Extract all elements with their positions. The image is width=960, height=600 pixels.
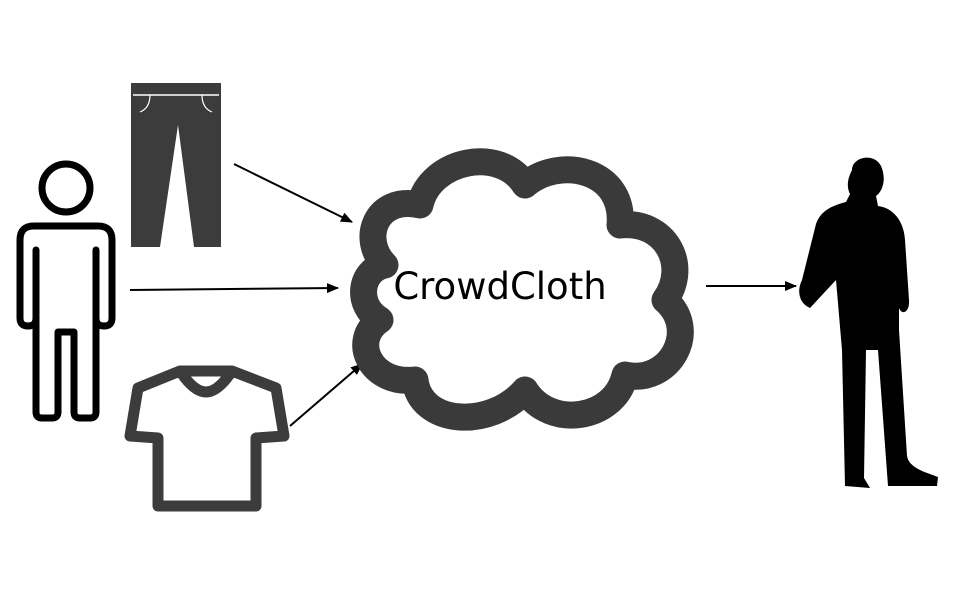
dressed-person-silhouette-icon	[799, 157, 938, 489]
pants-icon	[131, 83, 221, 247]
person-outline-icon	[16, 160, 116, 422]
arrow-person-to-cloud	[129, 283, 339, 294]
arrow-tshirt-to-cloud	[289, 363, 363, 427]
cloud-icon	[350, 148, 694, 431]
cloud-label: CrowdCloth	[393, 265, 607, 308]
tshirt-icon	[124, 365, 290, 512]
arrow-pants-to-cloud	[233, 163, 353, 223]
